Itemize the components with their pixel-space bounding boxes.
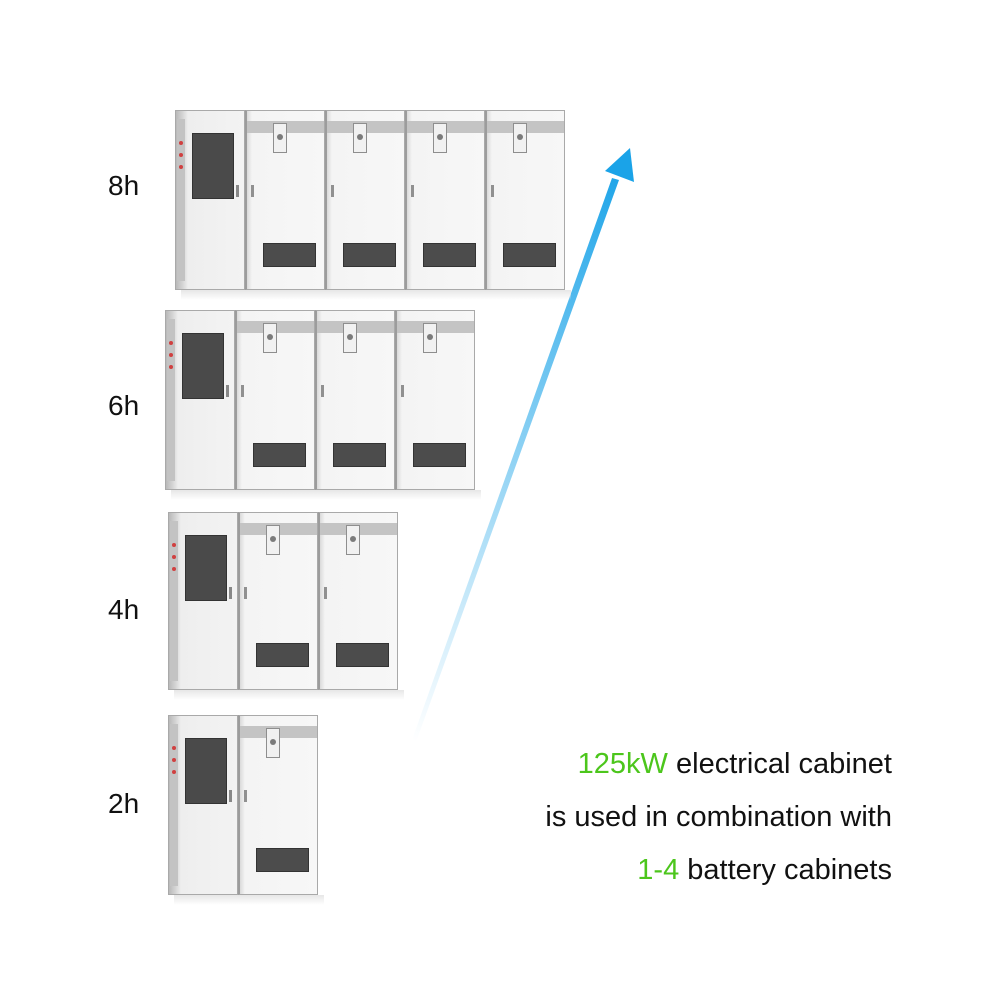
door-lock-icon <box>513 123 527 153</box>
display-panel <box>182 333 224 399</box>
door-handle <box>229 587 232 599</box>
indicator-led-icon <box>172 758 176 762</box>
row-label-4h: 4h <box>108 594 140 625</box>
caption-line-1-text: electrical cabinet <box>667 748 892 780</box>
door-handle <box>229 790 232 802</box>
battery-cabinet <box>325 110 405 290</box>
door-latch <box>251 185 254 197</box>
caption-line-3-text: battery cabinets <box>679 854 892 886</box>
row-label-8h: 8h <box>108 170 140 201</box>
battery-cabinet <box>485 110 565 290</box>
door-latch <box>241 385 244 397</box>
door-latch <box>321 385 324 397</box>
door-lock-icon <box>346 525 360 555</box>
caption-power-highlight: 125kW <box>577 748 668 780</box>
cabinet-shadow <box>171 490 481 500</box>
door-lock-icon <box>273 123 287 153</box>
door-lock-icon <box>423 323 437 353</box>
battery-cabinet <box>245 110 325 290</box>
battery-cabinet <box>235 310 315 490</box>
indicator-led-icon <box>169 365 173 369</box>
indicator-led-icon <box>172 746 176 750</box>
electrical-cabinet <box>165 310 235 490</box>
vent-panel <box>256 848 309 872</box>
caption-line-3: 1-4 battery cabinets <box>545 844 892 897</box>
battery-cabinet <box>405 110 485 290</box>
indicator-led-icon <box>179 165 183 169</box>
door-latch <box>244 587 247 599</box>
vent-panel <box>336 643 389 667</box>
side-strip <box>177 119 185 281</box>
cabinet-lineup-2h <box>168 715 324 905</box>
electrical-cabinet <box>175 110 245 290</box>
door-latch <box>244 790 247 802</box>
caption-count-highlight: 1-4 <box>637 854 680 886</box>
door-latch <box>324 587 327 599</box>
side-strip <box>170 521 178 681</box>
side-strip <box>170 724 178 886</box>
vent-panel <box>263 243 316 267</box>
indicator-led-icon <box>172 567 176 571</box>
door-lock-icon <box>263 323 277 353</box>
door-latch <box>331 185 334 197</box>
door-lock-icon <box>433 123 447 153</box>
indicator-led-icon <box>172 770 176 774</box>
indicator-led-icon <box>169 341 173 345</box>
indicator-led-icon <box>179 141 183 145</box>
door-lock-icon <box>266 525 280 555</box>
battery-cabinet <box>395 310 475 490</box>
indicator-led-icon <box>169 353 173 357</box>
side-strip <box>167 319 175 481</box>
display-panel <box>185 738 227 804</box>
door-lock-icon <box>266 728 280 758</box>
vent-panel <box>253 443 306 467</box>
indicator-led-icon <box>172 555 176 559</box>
battery-cabinet <box>238 715 318 895</box>
door-latch <box>491 185 494 197</box>
caption: 125kW electrical cabinet is used in comb… <box>545 738 892 897</box>
vent-panel <box>413 443 466 467</box>
caption-line-1: 125kW electrical cabinet <box>545 738 892 791</box>
vent-panel <box>343 243 396 267</box>
cabinet-lineup-8h <box>175 110 571 300</box>
cabinet-shadow <box>174 895 324 905</box>
battery-cabinet <box>318 512 398 690</box>
row-label-2h: 2h <box>108 788 140 819</box>
battery-cabinet <box>238 512 318 690</box>
door-handle <box>236 185 239 197</box>
cabinet-lineup-6h <box>165 310 481 500</box>
display-panel <box>185 535 227 601</box>
cabinet-lineup-4h <box>168 512 404 700</box>
door-latch <box>411 185 414 197</box>
battery-cabinet <box>315 310 395 490</box>
caption-line-2: is used in combination with <box>545 801 892 833</box>
vent-panel <box>256 643 309 667</box>
door-handle <box>226 385 229 397</box>
indicator-led-icon <box>179 153 183 157</box>
electrical-cabinet <box>168 512 238 690</box>
door-lock-icon <box>343 323 357 353</box>
vent-panel <box>423 243 476 267</box>
indicator-led-icon <box>172 543 176 547</box>
vent-panel <box>333 443 386 467</box>
display-panel <box>192 133 234 199</box>
electrical-cabinet <box>168 715 238 895</box>
vent-panel <box>503 243 556 267</box>
cabinet-shadow <box>181 290 571 300</box>
row-label-6h: 6h <box>108 390 140 421</box>
cabinet-shadow <box>174 690 404 700</box>
door-lock-icon <box>353 123 367 153</box>
door-latch <box>401 385 404 397</box>
